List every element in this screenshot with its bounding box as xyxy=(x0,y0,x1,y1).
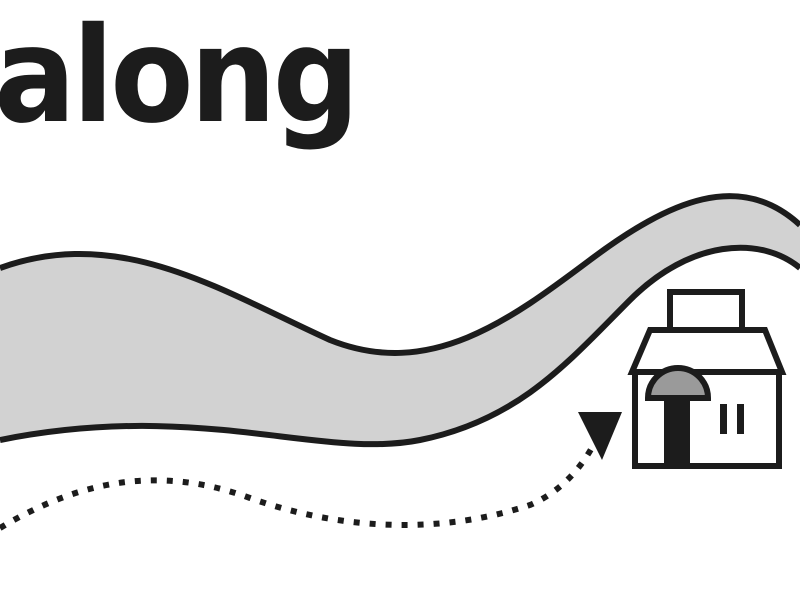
road-band xyxy=(0,196,800,445)
heading-word: along xyxy=(0,0,360,153)
arrowhead-down-icon xyxy=(578,412,622,460)
dotted-route xyxy=(0,438,599,531)
road-lower-edge xyxy=(0,244,800,448)
road-upper-edge xyxy=(0,193,800,356)
building-icon xyxy=(627,289,787,469)
